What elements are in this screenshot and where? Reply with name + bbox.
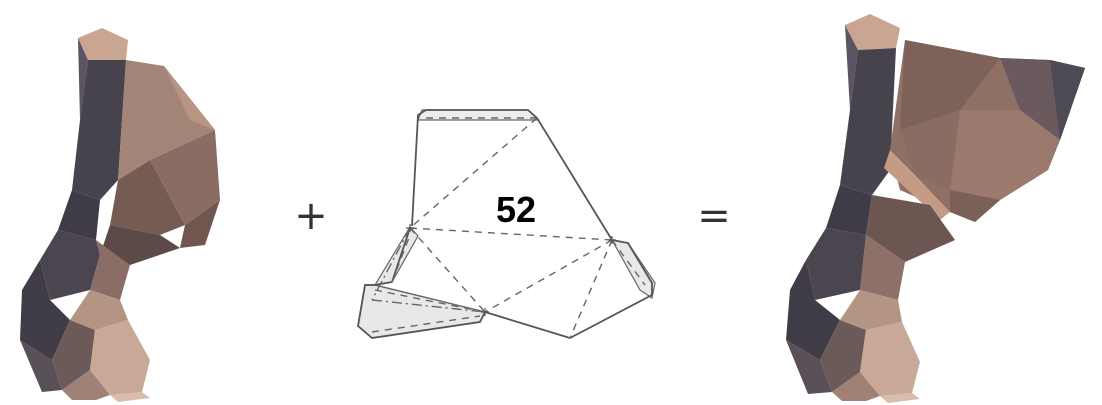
paper-template-piece: 52 (358, 110, 655, 338)
partial-model (20, 28, 220, 402)
piece-number-label: 52 (496, 189, 536, 230)
assembled-model (786, 14, 1085, 403)
plus-operator: + (294, 193, 328, 239)
equals-operator: = (697, 193, 731, 239)
